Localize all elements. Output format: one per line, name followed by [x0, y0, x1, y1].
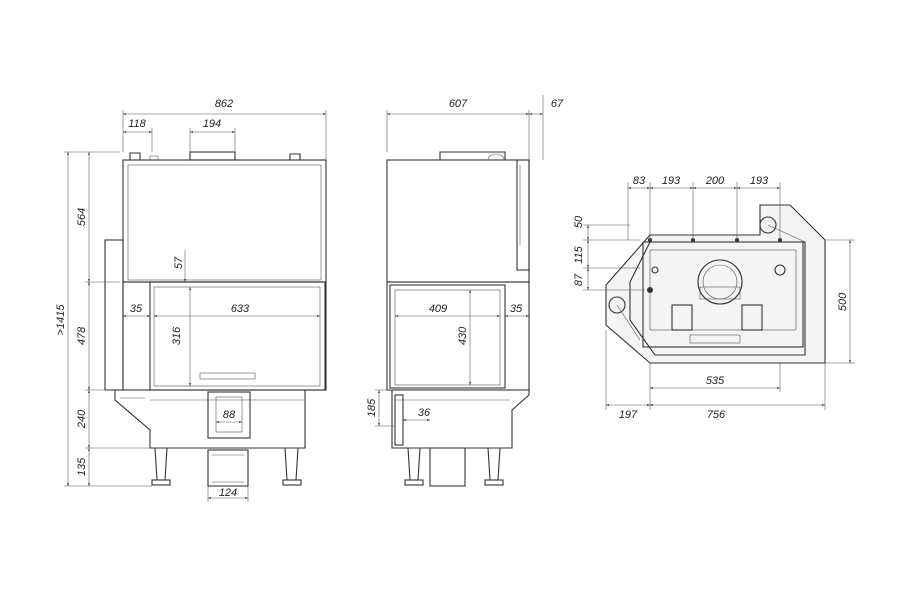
dim-top-seg3: 200 [705, 175, 725, 187]
dim-top-seg2: 193 [662, 175, 681, 187]
dim-top-v2: 115 [573, 245, 585, 263]
front-air-inlet [207, 391, 251, 439]
dim-front-top-mid: 194 [203, 118, 221, 130]
dim-side-depth: 607 [449, 98, 468, 110]
dim-front-upper: 564 [76, 208, 88, 226]
dim-side-glass-width: 409 [429, 303, 447, 315]
top-outline [605, 204, 826, 364]
dim-front-outlet: 124 [219, 487, 237, 499]
corner-circle-right [759, 216, 777, 234]
dim-side-gap: 35 [510, 303, 523, 315]
dim-front-gap-top: 57 [173, 256, 185, 269]
side-glass [394, 289, 501, 386]
dim-top-total-width: 756 [707, 409, 726, 421]
front-outlet [207, 449, 249, 487]
corner-circle-left [608, 296, 626, 314]
front-glass [153, 286, 321, 387]
dim-side-glass-height: 430 [457, 326, 469, 345]
dim-front-top-left: 118 [128, 118, 146, 130]
dim-side-offset: 67 [551, 98, 564, 110]
dim-side-base-gap: 36 [418, 407, 431, 419]
dim-top-seg4: 193 [750, 175, 769, 187]
dim-front-width: 862 [215, 98, 233, 110]
side-door-frame [389, 284, 506, 389]
front-upper-body [122, 159, 327, 283]
dim-top-v3: 87 [573, 273, 585, 286]
dim-top-v1: 50 [573, 215, 585, 228]
dim-top-left-offset: 197 [619, 409, 638, 421]
side-view: 607 67 409 35 430 185 36 [366, 95, 564, 487]
top-inner-body [642, 241, 804, 348]
dim-top-seg1: 83 [633, 175, 646, 187]
dim-front-glass-width: 633 [231, 303, 250, 315]
top-view: 83 193 200 193 50 115 87 500 535 197 756 [573, 175, 855, 421]
dim-front-side-gap: 35 [130, 303, 143, 315]
dim-front-height-total: >1415 [55, 304, 67, 336]
dim-front-lower: 240 [76, 409, 88, 429]
dim-top-depth: 500 [837, 292, 849, 311]
dim-top-inner-width: 535 [706, 375, 725, 387]
front-view: 862 118 194 >1415 564 478 240 135 57 35 … [55, 98, 327, 502]
dim-front-glass-height: 316 [171, 326, 183, 345]
dim-front-leg: 135 [76, 457, 88, 476]
front-door-frame [149, 281, 326, 391]
dim-side-base-height: 185 [366, 398, 378, 417]
flue-circle [697, 259, 743, 305]
side-upper-body [386, 159, 530, 283]
dim-front-mid: 478 [76, 326, 88, 345]
dim-front-inlet: 88 [223, 409, 236, 421]
